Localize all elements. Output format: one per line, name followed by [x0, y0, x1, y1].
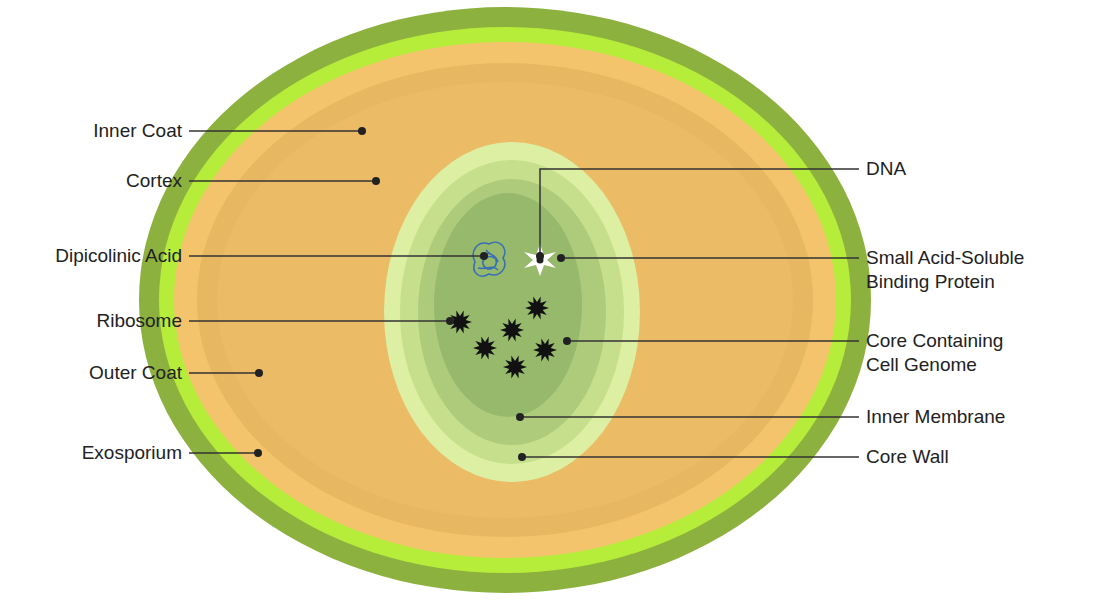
leader-dot [446, 317, 454, 325]
leader-line [189, 255, 484, 257]
part-label: Core Wall [866, 445, 949, 469]
part-label: Dipicolinic Acid [55, 244, 182, 268]
part-label: Cortex [126, 169, 182, 193]
ribosome-symbol [533, 339, 557, 362]
leader-dot [516, 413, 524, 421]
leader-line [540, 169, 859, 256]
part-label: Core Containing Cell Genome [866, 329, 1036, 377]
ribosome-symbol [473, 337, 497, 360]
inner-coat-layer [174, 42, 836, 558]
leader-dot [358, 127, 366, 135]
leader-line [189, 452, 258, 454]
ribosome-symbol [503, 356, 527, 379]
part-label: Inner Membrane [866, 405, 1005, 429]
part-label: Ribosome [96, 309, 182, 333]
inner-membrane-layer [400, 160, 624, 464]
leader-line [189, 372, 259, 374]
part-label: DNA [866, 157, 906, 181]
ribosome-symbol [500, 319, 524, 342]
part-label: Exosporium [82, 441, 182, 465]
ribosome-symbol [525, 297, 549, 320]
leader-line [522, 456, 859, 458]
part-label: Inner Coat [93, 119, 182, 143]
leader-line [189, 320, 450, 322]
core-wall-layer [384, 142, 640, 482]
ribosomes [448, 297, 557, 379]
leader-dot [480, 252, 488, 260]
leader-dot [518, 453, 526, 461]
core-center [434, 193, 582, 417]
leader-dot [254, 449, 262, 457]
leader-dot [255, 369, 263, 377]
dna-coil [473, 242, 505, 276]
leader-line [189, 180, 376, 182]
leader-line [567, 340, 859, 342]
core-layer [418, 179, 606, 445]
exosporium-layer [139, 7, 871, 593]
leader-dot [563, 337, 571, 345]
leader-dot [557, 254, 565, 262]
leader-dot [372, 177, 380, 185]
outer-coat-layer [159, 27, 851, 573]
part-label: Outer Coat [89, 361, 182, 385]
part-label: Small Acid-Soluble Binding Protein [866, 246, 1071, 294]
leader-line [561, 257, 859, 259]
leader-line [189, 130, 362, 132]
leader-dot [536, 252, 544, 260]
cortex-inner-layer [217, 82, 793, 518]
cortex-layer [197, 63, 813, 537]
leader-line [520, 416, 859, 418]
